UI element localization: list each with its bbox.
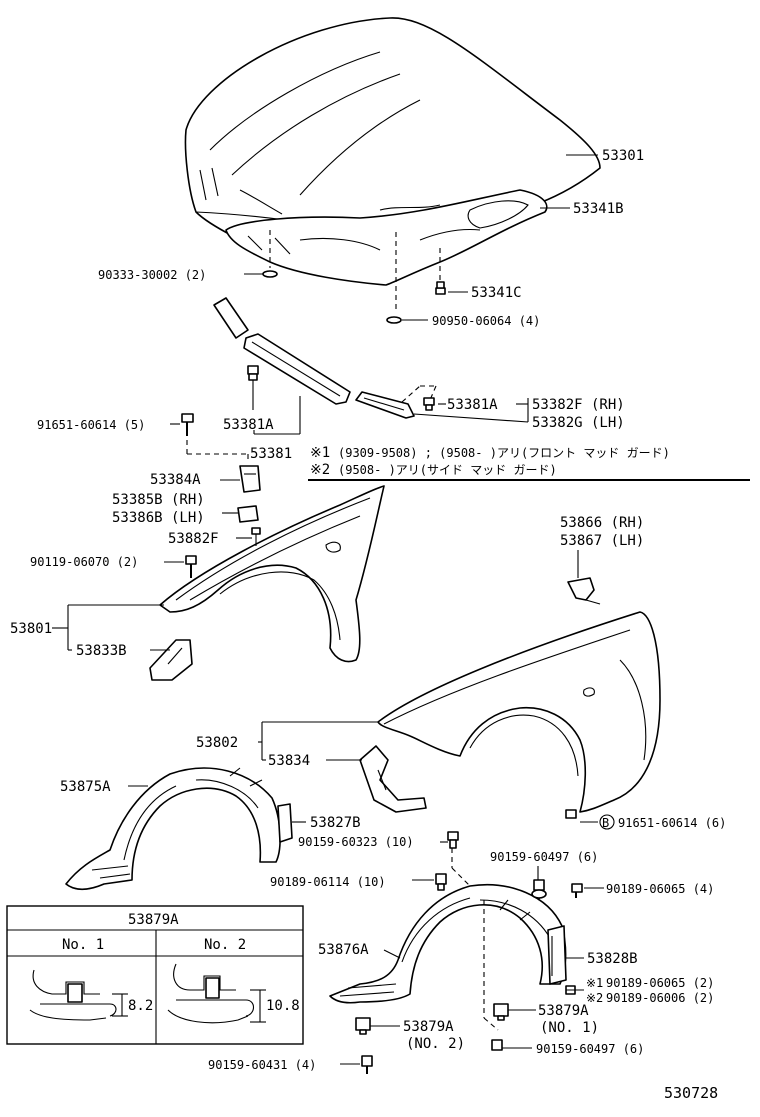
- screw-90189-06065-icon: [571, 883, 583, 898]
- clip-no2-drawing: [167, 963, 266, 1024]
- fender-lh-53801: [159, 485, 385, 663]
- label-53341c: 53341C: [471, 285, 522, 301]
- label-90189-06065: 90189-06065 (4): [606, 882, 714, 896]
- label-53386b: 53386B (LH): [112, 510, 205, 526]
- bracket-53866-icon: [567, 577, 601, 605]
- label-53834: 53834: [268, 753, 310, 769]
- clip-53381a-icon: [423, 397, 435, 411]
- label-53382g: 53382G (LH): [532, 415, 625, 431]
- fender-rh-53802: [377, 611, 661, 813]
- no1-paren: (NO. 1): [540, 1020, 599, 1036]
- label-53879a-no2: 53879A: [403, 1019, 454, 1035]
- hood-insulator: [225, 189, 548, 286]
- note-ref1: ※1: [586, 976, 603, 990]
- label-90189-06006: 90189-06006 (2): [606, 991, 714, 1005]
- label-53341b: 53341B: [573, 201, 624, 217]
- label-90950: 90950-06064 (4): [432, 314, 540, 328]
- diagram-id: 530728: [664, 1084, 718, 1102]
- label-53867: 53867 (LH): [560, 533, 644, 549]
- clip-53879a-no1-icon: [493, 1003, 509, 1021]
- clip-53341c-icon: [435, 281, 446, 295]
- label-53828b: 53828B: [587, 951, 638, 967]
- label-90159-60431: 90159-60431 (4): [208, 1058, 316, 1072]
- circle-b-letter: B: [602, 816, 609, 830]
- label-53866: 53866 (RH): [560, 515, 644, 531]
- clip-table-col2: No. 2: [204, 937, 246, 953]
- hood-seal-left: [213, 297, 351, 405]
- label-53833b: 53833B: [76, 643, 127, 659]
- label-53882f: 53882F: [168, 531, 219, 547]
- note1-mark: ※1: [310, 445, 330, 461]
- label-53381a-left: 53381A: [223, 417, 274, 433]
- label-90189-06065-2: 90189-06065 (2): [606, 976, 714, 990]
- label-53879a-no1: 53879A: [538, 1003, 589, 1019]
- label-91651-b: 91651-60614 (6): [618, 816, 726, 830]
- liner-lh-53875a: [65, 767, 281, 891]
- clip-no1-drawing: [29, 969, 128, 1021]
- note2-text: (9508- )アリ(サイド マッド ガード): [338, 463, 557, 477]
- label-53382f: 53382F (RH): [532, 397, 625, 413]
- label-91651-top: 91651-60614 (5): [37, 418, 145, 432]
- clip-90159-60323-icon: [447, 831, 459, 849]
- grommet-icon: [386, 316, 402, 324]
- label-53827b: 53827B: [310, 815, 361, 831]
- clip-90189-06114-icon: [435, 873, 447, 891]
- screw-90159-60497-bottom-icon: [491, 1039, 503, 1051]
- circle-b-icon: [599, 814, 615, 830]
- bracket-53833b-icon: [149, 639, 193, 681]
- note1-text: (9309-9508) ; (9508- )アリ(フロント マッド ガード): [338, 446, 670, 460]
- washer-icon: [262, 270, 278, 278]
- label-90333: 90333-30002 (2): [98, 268, 206, 282]
- label-53381: 53381: [250, 446, 292, 462]
- label-53384a: 53384A: [150, 472, 201, 488]
- clip-table-col1: No. 1: [62, 937, 104, 953]
- label-90119: 90119-06070 (2): [30, 555, 138, 569]
- note-ref2: ※2: [586, 991, 603, 1005]
- label-53801: 53801: [10, 621, 52, 637]
- label-53875a: 53875A: [60, 779, 111, 795]
- clip-table-title: 53879A: [128, 912, 179, 928]
- clip-table: 53879A No. 1 No. 2 8.2 10.8: [6, 905, 304, 1045]
- label-90159-60497-bottom: 90159-60497 (6): [536, 1042, 644, 1056]
- label-90189-06114: 90189-06114 (10): [270, 875, 386, 889]
- clip-dim-8-2: 8.2: [128, 998, 153, 1014]
- bolt-91651-icon: [181, 413, 194, 436]
- clip-53882f-icon: [251, 527, 261, 546]
- bracket-53834-icon: [359, 745, 427, 813]
- shield-53827b-icon: [277, 803, 293, 843]
- label-90159-60323: 90159-60323 (10): [298, 835, 414, 849]
- label-53381a-right: 53381A: [447, 397, 498, 413]
- label-90159-60497-top: 90159-60497 (6): [490, 850, 598, 864]
- clip-dim-10-8: 10.8: [266, 998, 300, 1014]
- liner-rh-53876a: [329, 884, 567, 1004]
- label-53301: 53301: [602, 148, 644, 164]
- bracket-53384a-icon: [239, 465, 261, 493]
- screw-90159-60431-icon: [361, 1055, 373, 1074]
- flap-53828b-icon: [547, 925, 567, 985]
- clip-90159-60497-top-icon: [531, 879, 547, 899]
- label-53385b: 53385B (RH): [112, 492, 205, 508]
- hood-seal-right: [355, 391, 415, 419]
- bolt-b-icon: [565, 809, 577, 819]
- clip-53381a-left-icon: [247, 365, 259, 381]
- label-53876a: 53876A: [318, 942, 369, 958]
- note2-mark: ※2: [310, 462, 330, 478]
- no2-paren: (NO. 2): [406, 1036, 465, 1052]
- label-53802: 53802: [196, 735, 238, 751]
- bolt-90119-icon: [185, 555, 197, 578]
- bracket-53385b-icon: [237, 505, 259, 523]
- clip-53879a-no2-icon: [355, 1017, 371, 1035]
